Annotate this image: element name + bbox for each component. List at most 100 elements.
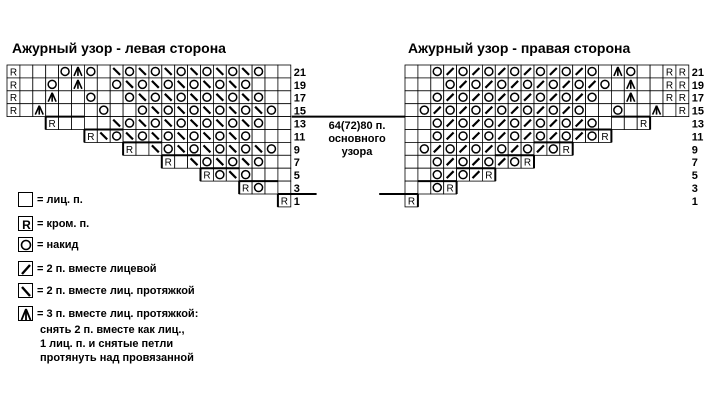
circle-symbol (215, 169, 225, 180)
chart-cell (264, 129, 279, 143)
left-chart-title: Ажурный узор - левая сторона (12, 40, 226, 56)
chart-cell (122, 103, 137, 117)
circle-symbol (613, 105, 623, 115)
legend-item-edge: R = кром. п. (18, 216, 89, 232)
slash-symbol (433, 105, 442, 115)
chart-cell (417, 77, 432, 92)
circle-symbol (150, 92, 161, 102)
circle-symbol (561, 131, 571, 141)
circle-symbol (432, 118, 442, 128)
edge-r-symbol: R (447, 184, 454, 195)
circle-symbol (202, 157, 212, 167)
backslash-symbol (125, 80, 134, 89)
chart-cell (264, 90, 279, 105)
circle-symbol (176, 118, 186, 128)
circle-symbol (253, 118, 264, 128)
circle-symbol (163, 131, 173, 141)
circle-symbol (458, 66, 468, 77)
slash-symbol (497, 67, 506, 76)
circle-symbol (509, 131, 520, 141)
legend-item-knit: = лиц. п. (18, 192, 83, 207)
triple-leg (38, 105, 44, 115)
slash-symbol (523, 93, 532, 102)
chart-cell (649, 90, 664, 105)
circle-symbol (176, 92, 186, 102)
circle-symbol (574, 79, 584, 90)
edge-r-symbol: R (524, 158, 531, 169)
circle-symbol (522, 144, 533, 154)
circle-symbol (163, 105, 173, 115)
row-number-left: 21 (294, 67, 306, 79)
row-number-right: 5 (692, 170, 698, 182)
slash-icon (18, 261, 33, 276)
chart-cell (417, 167, 432, 182)
chart-cell (71, 116, 85, 130)
chart-cell (585, 103, 599, 117)
backslash-symbol (138, 93, 147, 102)
circle-symbol (228, 66, 238, 77)
circle-symbol (253, 66, 264, 77)
chart-cell (277, 180, 292, 195)
stitch-count-note: 64(72)80 п. основного узора (312, 120, 402, 159)
backslash-symbol (138, 118, 147, 128)
triple-leg (617, 66, 623, 77)
circle-symbol (587, 66, 597, 77)
chart-cell (417, 154, 432, 169)
row-number-left: 1 (294, 196, 300, 208)
circle-symbol (124, 66, 135, 77)
edge-r-symbol: R (126, 145, 133, 156)
edge-r-symbol: R (87, 132, 94, 143)
slash-symbol (523, 118, 532, 128)
circle-symbol (189, 105, 199, 115)
circle-symbol (626, 66, 636, 77)
circle-symbol (111, 131, 122, 141)
backslash-symbol (112, 67, 121, 76)
circle-symbol (202, 92, 212, 102)
circle-symbol (509, 92, 520, 102)
chart-cell (404, 90, 419, 105)
circle-symbol (458, 157, 468, 167)
slash-symbol (574, 131, 584, 141)
backslash-symbol (254, 144, 263, 154)
chart-cell (417, 129, 432, 143)
circle-symbol (548, 79, 559, 90)
circle-symbol (497, 105, 507, 115)
row-number-left: 19 (294, 80, 306, 92)
right-chart-title: Ажурный узор - правая сторона (408, 40, 631, 56)
legend-note: снять 2 п. вместе как лиц., 1 лиц. п. и … (40, 323, 194, 365)
circle-symbol (137, 105, 148, 115)
chart-cell (251, 77, 266, 92)
edge-r-symbol: R (408, 196, 415, 207)
chart-cell (611, 116, 625, 130)
chart-cell (251, 167, 266, 182)
slash-symbol (445, 67, 455, 76)
circle-symbol (124, 92, 135, 102)
circle-symbol (99, 105, 109, 115)
circle-symbol (432, 182, 442, 193)
backslash-symbol (215, 93, 225, 102)
circle-symbol (574, 105, 584, 115)
row-number-right: 3 (692, 183, 698, 195)
slash-symbol (471, 157, 481, 166)
triple-leg (77, 66, 83, 77)
edge-r-symbol: R (10, 67, 17, 78)
chart-cell (109, 90, 124, 105)
circle-symbol (535, 66, 546, 77)
slash-symbol (549, 118, 558, 128)
chart-cell (264, 154, 279, 169)
circle-symbol (561, 92, 571, 102)
circle-symbol (484, 66, 494, 77)
slash-symbol (549, 131, 558, 141)
chart-cell (19, 90, 34, 105)
slash-symbol (510, 105, 519, 115)
backslash-symbol (228, 105, 237, 115)
slash-symbol (497, 93, 506, 102)
edge-r-symbol: R (49, 119, 56, 130)
circle-symbol (587, 118, 597, 128)
circle-symbol (484, 118, 494, 128)
slash-symbol (445, 170, 455, 179)
row-number-right: 13 (692, 119, 704, 131)
chart-cell (636, 90, 651, 105)
circle-symbol (137, 79, 148, 90)
